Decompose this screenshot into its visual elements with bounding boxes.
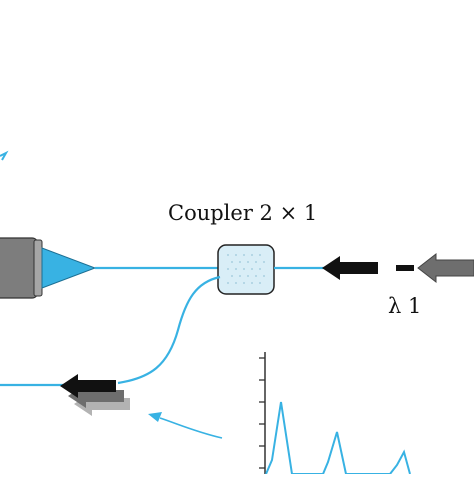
- spectrum-plot: [259, 352, 411, 475]
- curved-arrow-icon: [148, 412, 223, 439]
- laser-source: [0, 237, 97, 299]
- fiber-curve: [117, 275, 221, 385]
- laser-tip-icon: [41, 247, 97, 289]
- gray-signal-arrow-icon: [417, 252, 474, 284]
- output-arrow-stack-icon: [60, 374, 130, 416]
- output-arrow-black: [60, 374, 116, 398]
- arrow-link: [396, 265, 414, 271]
- spectrum-trace: [265, 401, 411, 475]
- coupler-box-icon: [217, 244, 275, 295]
- laser-body-rear: [0, 237, 39, 299]
- coupler-texture: [227, 254, 265, 284]
- signal-arrow-icon: [322, 256, 378, 280]
- laser-body-front: [33, 239, 43, 297]
- coupler-label: Coupler 2 × 1: [168, 201, 317, 225]
- edge-glyph-icon: [0, 150, 9, 161]
- wavelength-label: λ 1: [388, 294, 421, 318]
